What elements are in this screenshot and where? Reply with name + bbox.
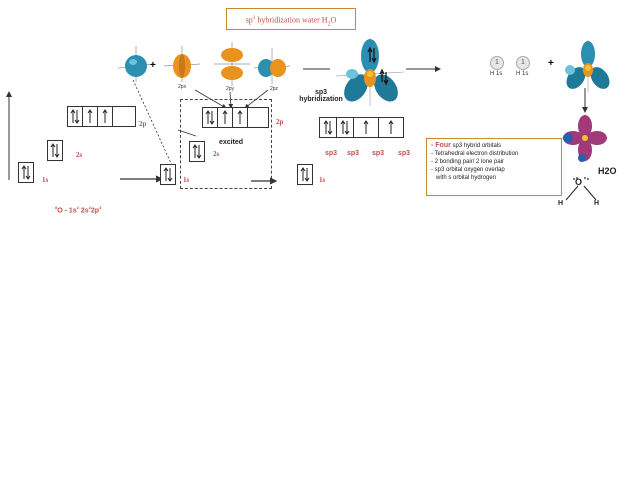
diagram-title: sp3 hybridization water H2O: [226, 8, 356, 30]
title-sup: 3: [252, 16, 256, 21]
py-arrow: [228, 91, 234, 109]
excited-dashed-box: [180, 99, 272, 189]
orbital-box-1s-hybrid: [297, 164, 313, 185]
title-sub: 2: [327, 21, 331, 28]
info-line-3: - 2 bonding pair/ 2 lone pair: [431, 159, 505, 165]
title-middle: hybridization water H: [255, 15, 328, 25]
h2o-formula-text: H2O: [598, 166, 617, 176]
hydrogen-chip-2: 1: [516, 56, 530, 70]
water-orbital-icon: [562, 114, 608, 162]
hydrogen-chip-1: 1: [490, 56, 504, 70]
sp3-label-3: sp3: [372, 150, 385, 157]
label-1s-excited: 1s: [183, 176, 190, 184]
info-line-1-rest: sp3 hybrid orbitals: [450, 143, 502, 149]
label-2p-ground: 2p: [139, 120, 147, 128]
label-excited: excited: [218, 139, 244, 146]
label-2p-excited: 2p: [276, 118, 284, 126]
orbital-box-1s-ground: [18, 162, 34, 183]
sp3-label-line2: hybridization: [299, 96, 343, 103]
config-p1: O - 1s: [57, 207, 77, 215]
label-2s-excited: 2s: [213, 150, 220, 158]
plus-sign-2: +: [548, 58, 554, 69]
dashed-connector: [177, 129, 197, 137]
orbital-box-2p-ground: [67, 106, 136, 127]
sp3-label-line1: sp3: [314, 89, 328, 96]
s-orbital-icon: [117, 46, 155, 82]
h2o-formula: H2O: [598, 166, 617, 176]
config-e3: 4: [99, 205, 102, 210]
config-z: 8: [55, 205, 58, 210]
sp3-hybridization-label: sp3 hybridization: [290, 89, 352, 103]
h2o-structure: [565, 177, 597, 201]
sp3-bonding-icon: [565, 40, 610, 92]
config-e1: 2: [76, 205, 79, 210]
label-2px: 2px: [178, 84, 187, 90]
config-e2: 2: [88, 205, 91, 210]
orbital-box-2s-excited: [189, 141, 205, 162]
h2o-o-atom: O: [575, 177, 583, 187]
label-2py: 2py: [226, 86, 235, 92]
title-suffix: O: [330, 15, 337, 25]
orbital-box-2s-ground: [47, 140, 63, 161]
label-h1s-1: H 1s: [490, 71, 503, 77]
orbital-box-sp3: [319, 117, 404, 138]
sp3-tetrahedral-icon: [335, 38, 405, 106]
info-box: - Four sp3 hybrid orbitals - Tetrahedral…: [426, 138, 562, 196]
config-p2: 2s: [78, 207, 89, 215]
info-line-1: - Four sp3 hybrid orbitals: [431, 142, 557, 150]
px-orbital-icon: [163, 46, 201, 82]
info-line-5: with s orbital hydrogen: [436, 175, 497, 181]
sp3-label-1: sp3: [325, 150, 338, 157]
title-prefix: sp: [245, 15, 253, 25]
orbital-box-1s-excited: [160, 164, 176, 185]
label-1s-hybrid: 1s: [319, 176, 326, 184]
config-p3: 2p: [90, 207, 100, 215]
info-line-2: - Tetrahedral electron distribution: [431, 151, 519, 157]
pz-orbital-icon: [253, 48, 291, 84]
plus-sign-1: +: [150, 60, 156, 71]
label-2s-ground: 2s: [76, 151, 83, 159]
label-1s-ground: 1s: [42, 176, 49, 184]
h2o-h-left: H: [558, 200, 564, 207]
h2o-h-right: H: [594, 200, 600, 207]
orbital-box-2p-excited: [202, 107, 269, 128]
s-link-line: [132, 79, 176, 173]
electron-config: 8O - 1s2 2s22p4: [55, 205, 101, 214]
sp3-label-4: sp3: [398, 150, 411, 157]
info-four: - Four: [431, 142, 451, 149]
sp3-label-2: sp3: [347, 150, 360, 157]
py-orbital-icon: [214, 42, 250, 86]
info-line-4: - sp3 orbital oxygen overlap: [431, 167, 505, 173]
label-2pz: 2pz: [270, 86, 279, 92]
label-h1s-2: H 1s: [516, 71, 529, 77]
